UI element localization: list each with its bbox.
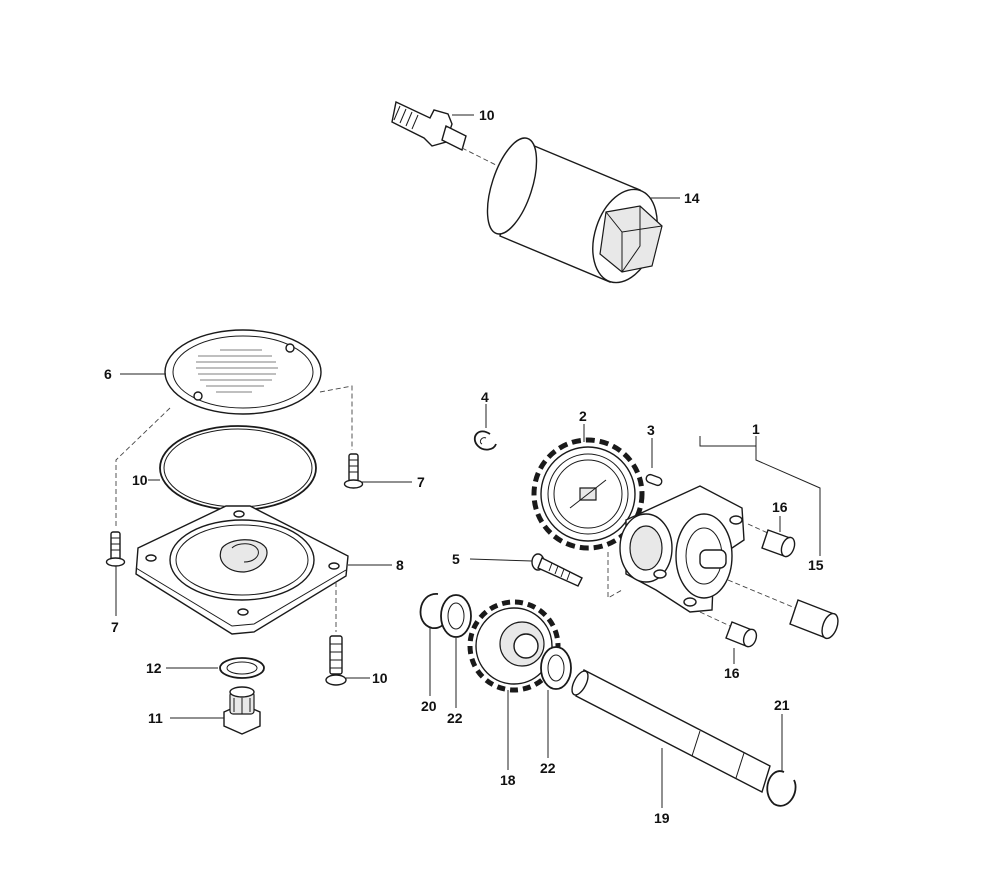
callout-7-right: 7 [417, 474, 425, 490]
callout-8: 8 [396, 557, 404, 573]
callout-20: 20 [421, 698, 437, 714]
callout-21: 21 [774, 697, 790, 713]
collar-sleeve [789, 599, 839, 640]
o-ring-large [159, 425, 317, 511]
callout-11: 11 [148, 710, 163, 726]
dowel-upper [761, 529, 796, 558]
drain-bolt [325, 635, 347, 686]
drain-plug [223, 686, 261, 735]
oil-pump-assembly [619, 485, 745, 613]
callout-22-left: 22 [447, 710, 463, 726]
strainer-cover [164, 329, 322, 415]
pump-shaft [571, 668, 771, 794]
callout-labels: 10 14 6 10 7 8 7 10 12 11 4 2 3 1 5 16 1… [104, 107, 824, 826]
pump-drive-gear [531, 437, 645, 551]
leader-lines [115, 114, 821, 808]
callout-6: 6 [104, 366, 112, 382]
bolt-right [343, 453, 364, 489]
callout-2: 2 [579, 408, 587, 424]
circlip-small [473, 430, 497, 451]
callout-3: 3 [647, 422, 655, 438]
oil-pan-cover [135, 505, 349, 635]
callout-14: 10 [479, 107, 495, 123]
callout-13: 14 [684, 190, 700, 206]
callout-15: 15 [808, 557, 824, 573]
callout-10: 10 [372, 670, 388, 686]
dowel-lower [725, 621, 758, 648]
callout-16-lower: 16 [724, 665, 740, 681]
thrust-washer-left [440, 594, 472, 638]
callout-19: 19 [654, 810, 670, 826]
callout-7-left: 7 [111, 619, 119, 635]
callout-16-upper: 16 [772, 499, 788, 515]
driven-gear [467, 599, 561, 693]
callout-1: 1 [752, 421, 760, 437]
pump-bolt [531, 553, 583, 587]
dowel-pin [645, 473, 663, 487]
oil-filter-stud [391, 100, 511, 173]
callout-18: 18 [500, 772, 516, 788]
thrust-washer-right [540, 646, 572, 690]
bolt-left [105, 531, 126, 567]
callout-4: 4 [481, 389, 489, 405]
oil-filter [486, 137, 663, 284]
circlip-right [766, 770, 797, 807]
callout-5: 5 [452, 551, 460, 567]
callout-9: 10 [132, 472, 148, 488]
callout-22-right: 22 [540, 760, 556, 776]
callout-12: 12 [146, 660, 162, 676]
sealing-washer [219, 657, 265, 679]
